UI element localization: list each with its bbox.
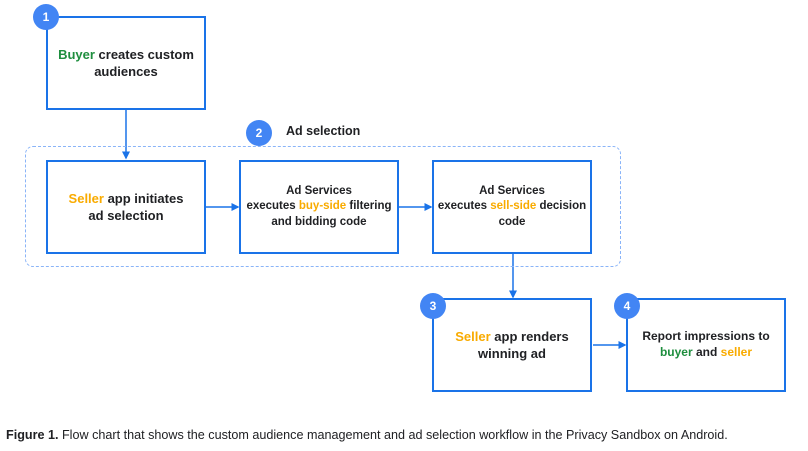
step3-highlight: Seller: [455, 328, 491, 344]
buy-side-line1: Ad Services: [286, 185, 352, 198]
step4-buyer: buyer: [659, 345, 693, 359]
buy-side-text: Ad Services executes buy-side filtering …: [246, 184, 391, 230]
step4-text: Report impressions to buyer and seller: [642, 329, 769, 361]
buy-side-highlight: buy-side: [298, 200, 347, 213]
step4-badge: 4: [614, 293, 640, 319]
sell-side-line3: code: [498, 215, 526, 228]
seller-initiates-line1: app initiates: [103, 190, 184, 206]
sell-side-line2-pre: executes: [437, 200, 491, 213]
caption-text: Flow chart that shows the custom audienc…: [58, 428, 728, 442]
step3-line1: app renders: [490, 328, 569, 344]
figure-caption: Figure 1. Flow chart that shows the cust…: [6, 428, 728, 442]
buy-side-line2-post: filtering: [346, 200, 392, 213]
step1-badge: 1: [33, 4, 59, 30]
ad-selection-group: [25, 146, 621, 267]
step3-text: Seller app renders winning ad: [455, 328, 568, 362]
section-label: Ad selection: [286, 124, 361, 138]
buy-side-line2-pre: executes: [246, 200, 299, 213]
seller-initiates-text: Seller app initiates ad selection: [69, 190, 184, 224]
sell-side-line1: Ad Services: [479, 185, 545, 198]
step1-line2: audiences: [94, 64, 158, 79]
step4-box: Report impressions to buyer and seller: [626, 298, 786, 392]
step3-line2: winning ad: [478, 346, 546, 361]
buy-side-box: Ad Services executes buy-side filtering …: [239, 160, 399, 254]
step4-and: and: [692, 345, 721, 359]
caption-label: Figure 1.: [6, 428, 59, 442]
step4-line1: Report impressions to: [642, 329, 770, 344]
sell-side-text: Ad Services executes sell-side decision …: [438, 184, 586, 230]
sell-side-line2-post: decision: [536, 200, 587, 213]
seller-initiates-line2: ad selection: [88, 208, 164, 223]
section-badge: 2: [246, 120, 272, 146]
sell-side-highlight: sell-side: [490, 200, 537, 213]
seller-initiates-box: Seller app initiates ad selection: [46, 160, 206, 254]
sell-side-box: Ad Services executes sell-side decision …: [432, 160, 592, 254]
step1-box: Buyer creates custom audiences: [46, 16, 206, 110]
step4-seller: seller: [720, 345, 753, 359]
step3-badge: 3: [420, 293, 446, 319]
buy-side-line3: and bidding code: [271, 215, 367, 228]
seller-initiates-highlight: Seller: [68, 190, 104, 206]
step3-box: Seller app renders winning ad: [432, 298, 592, 392]
step1-text: Buyer creates custom audiences: [58, 46, 194, 80]
step1-line1: creates custom: [94, 46, 194, 62]
step1-highlight: Buyer: [58, 46, 95, 62]
